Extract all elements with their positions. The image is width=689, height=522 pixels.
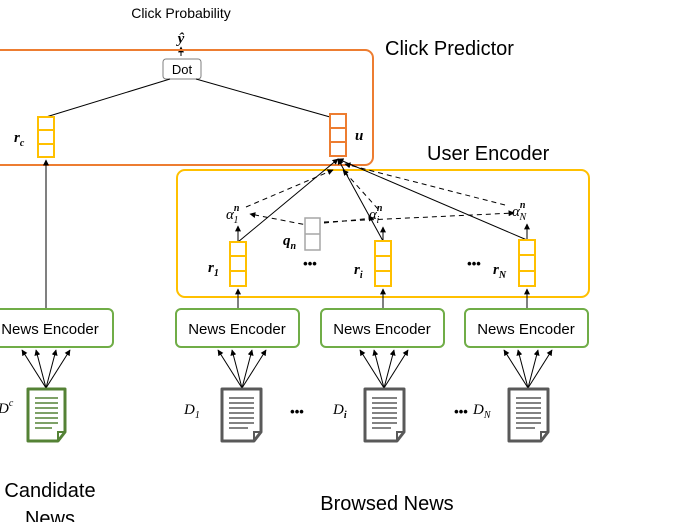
click-predictor-label: Click Predictor (385, 38, 514, 60)
y-hat-symbol: ŷ (176, 31, 185, 47)
doc-i-label: Di (332, 402, 347, 421)
browsed-document-1-icon (220, 387, 263, 443)
r1-to-u-line (237, 158, 339, 243)
ellipsis-user-1: ••• (303, 256, 317, 271)
ellipsis-user-2: ••• (467, 256, 481, 271)
candidate-document-icon (26, 387, 67, 443)
attention-dashed-lines (245, 162, 515, 227)
user-vector-label: u (355, 128, 363, 144)
news-vector-i-label: ri (354, 262, 363, 281)
candidate-vector (37, 116, 55, 158)
browsed-news-label: Browsed News (320, 493, 453, 515)
doc-1-label: D1 (183, 402, 200, 421)
news-encoder-candidate: News Encoder (0, 308, 114, 348)
query-vector-label: qn (283, 233, 297, 252)
query-vector (304, 217, 321, 251)
ri-to-u-line (337, 158, 384, 242)
browsed-document-n-icon (507, 387, 550, 443)
browsed-document-i-icon (363, 387, 406, 443)
u-to-dot-line (195, 78, 331, 118)
news-encoder-1: News Encoder (175, 308, 300, 348)
rn-to-u-line (337, 158, 528, 241)
candidate-doc-label: Dc (0, 398, 14, 417)
news-vector-i (374, 240, 392, 287)
news-vector-1-label: r1 (208, 260, 219, 279)
news-vector-1 (229, 241, 247, 287)
doc-n-label: DN (472, 402, 492, 421)
news-vector-n (518, 239, 536, 287)
news-encoder-i: News Encoder (320, 308, 445, 348)
candidate-news-label-line2: News (25, 508, 75, 522)
candidate-vector-label: rc (14, 130, 25, 149)
svg-text:News Encoder: News Encoder (188, 321, 286, 338)
candidate-news-label-line1: Candidate (4, 480, 95, 502)
user-vector (329, 113, 347, 157)
ellipsis-docs-1: ••• (290, 404, 304, 419)
svg-text:News Encoder: News Encoder (333, 321, 431, 338)
doc-to-encoder-arrows (21, 349, 553, 389)
svg-text:News Encoder: News Encoder (477, 321, 575, 338)
rc-to-dot-line (45, 78, 171, 118)
dot-box (162, 58, 202, 80)
news-encoder-n: News Encoder (464, 308, 589, 348)
click-probability-label: Click Probability (131, 5, 231, 21)
ellipsis-docs-2: ••• (454, 404, 468, 419)
user-encoder-label: User Encoder (427, 143, 550, 165)
click-predictor-box (0, 49, 374, 166)
news-vector-n-label: rN (493, 262, 507, 281)
svg-text:News Encoder: News Encoder (1, 321, 99, 338)
dot-label: Dot (172, 62, 193, 77)
